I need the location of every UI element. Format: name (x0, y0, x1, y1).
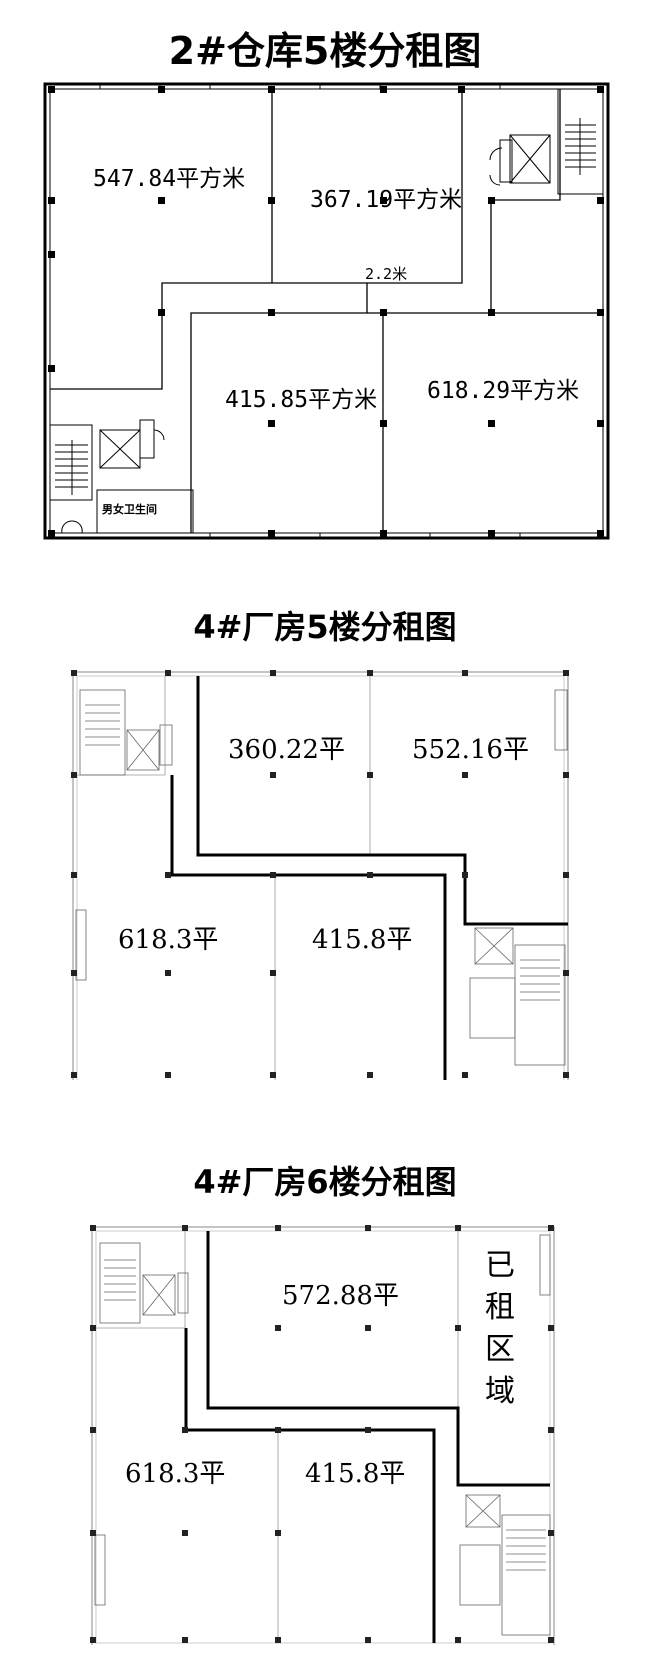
plan1-area-2: 367.19平方米 (310, 187, 462, 213)
plan3-area-3: 415.8平 (305, 1459, 405, 1489)
plan2-area-2: 552.16平 (412, 735, 529, 765)
plan1-area-4: 618.29平方米 (427, 378, 579, 404)
plan3-rented-1: 已 (485, 1248, 515, 1283)
plan1-area-1: 547.84平方米 (93, 166, 245, 192)
plan3-partition (206, 1231, 550, 1487)
plan2-floorplan: 360.22平 552.16平 618.3平 415.8平 (0, 660, 650, 1080)
plan2-title: 4#厂房5楼分租图 (193, 608, 457, 646)
outer-wall (43, 82, 610, 540)
plan2-area-4: 415.8平 (312, 925, 412, 955)
plan2-partition (196, 676, 568, 926)
plan3-area-1: 572.88平 (282, 1281, 399, 1311)
plan3-floorplan: 572.88平 618.3平 415.8平 已 租 区 域 (0, 1215, 650, 1645)
plan1-restroom-label: 男女卫生间 (102, 502, 157, 516)
plan1-area-3: 415.85平方米 (225, 387, 377, 413)
plan1-floorplan: 547.84平方米 367.19平方米 415.85平方米 618.29平方米 … (0, 0, 650, 560)
plan3-title: 4#厂房6楼分租图 (193, 1163, 457, 1201)
plan3-rented-2: 租 (485, 1290, 515, 1325)
plan3-rented-4: 域 (485, 1374, 515, 1409)
partition-c (190, 283, 368, 533)
plan1-dimension: 2.2米 (365, 265, 407, 283)
plan1-title: 2#仓库5楼分租图 (168, 29, 482, 73)
plan2-area-1: 360.22平 (228, 735, 345, 765)
plan2-area-3: 618.3平 (118, 925, 218, 955)
partition-b (50, 89, 463, 390)
plan3-rented-3: 区 (485, 1332, 515, 1367)
plan3-area-2: 618.3平 (125, 1459, 225, 1489)
